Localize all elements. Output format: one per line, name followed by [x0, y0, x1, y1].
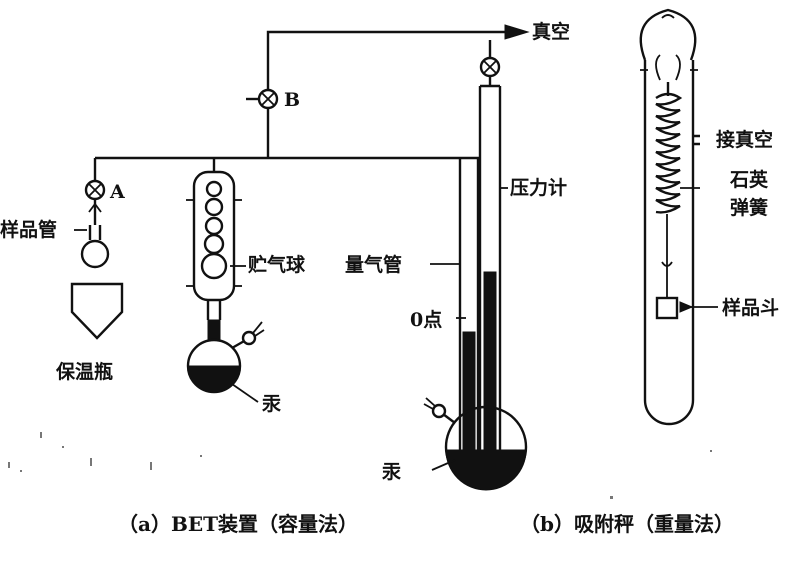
balance-hook-mount — [655, 54, 681, 81]
gas-burette-mercury — [462, 331, 476, 467]
dewar-flask — [70, 282, 124, 340]
label-manometer: 压力计 — [510, 176, 567, 199]
vacuum-line — [266, 30, 505, 158]
valve-b-icon — [246, 88, 279, 110]
sample-tube-neck — [88, 225, 102, 240]
label-sample-bucket: 样品斗 — [722, 296, 779, 319]
label-mercury-right: 汞 — [381, 461, 402, 483]
label-dewar: 保温瓶 — [55, 360, 113, 383]
burette-stem — [206, 300, 222, 320]
balance-tube — [643, 60, 695, 426]
label-vacuum: 真空 — [532, 20, 570, 43]
caption-a: （a）BET装置（容量法） — [118, 512, 358, 536]
bet-apparatus — [70, 24, 530, 491]
manometer-right-arm — [478, 86, 502, 466]
label-storage-bulb: 贮气球 — [247, 253, 306, 276]
label-gas-burette: 量气管 — [345, 253, 402, 276]
storage-bulb-chain — [200, 180, 228, 280]
sample-bulb — [80, 239, 110, 269]
balance-top-bulb — [639, 8, 697, 61]
scan-specks — [8, 432, 712, 499]
manometer-valve-icon — [479, 56, 501, 78]
manometer-right-mercury — [483, 271, 497, 467]
label-to-vacuum: 接真空 — [716, 128, 773, 151]
vacuum-port — [693, 134, 700, 146]
valve-a-icon — [84, 179, 106, 201]
label-sample-tube: 样品管 — [0, 218, 57, 241]
ground-joint-icon — [88, 202, 102, 213]
sample-bucket — [655, 296, 679, 320]
label-zero-point: 0点 — [410, 309, 442, 331]
left-mercury-pointer — [231, 383, 259, 403]
right-mercury-fill — [445, 449, 527, 491]
label-spring: 弹簧 — [730, 196, 768, 219]
right-stopcock-icon — [423, 397, 456, 424]
right-mercury-pointer — [431, 459, 456, 471]
bucket-arrow-icon — [679, 301, 694, 313]
gas-burette-arm — [458, 158, 480, 466]
label-valve-b: B — [284, 89, 300, 111]
caption-b: （b）吸附秤（重量法） — [520, 512, 734, 536]
left-stopcock-icon — [231, 321, 265, 350]
adsorption-balance — [639, 8, 718, 426]
quartz-spring-coil-icon — [655, 82, 683, 214]
burette-jacket — [192, 170, 236, 302]
burette-stem-mercury — [207, 319, 221, 341]
left-mercury-fill — [187, 365, 241, 393]
vacuum-arrow-icon — [504, 24, 530, 40]
label-quartz: 石英 — [729, 168, 769, 191]
label-valve-a: A — [109, 181, 125, 203]
label-mercury-left: 汞 — [261, 393, 282, 415]
labels: 真空 B A 样品管 保温瓶 贮气球 量气管 压力计 0点 汞 汞 接真空 石英… — [0, 20, 779, 483]
